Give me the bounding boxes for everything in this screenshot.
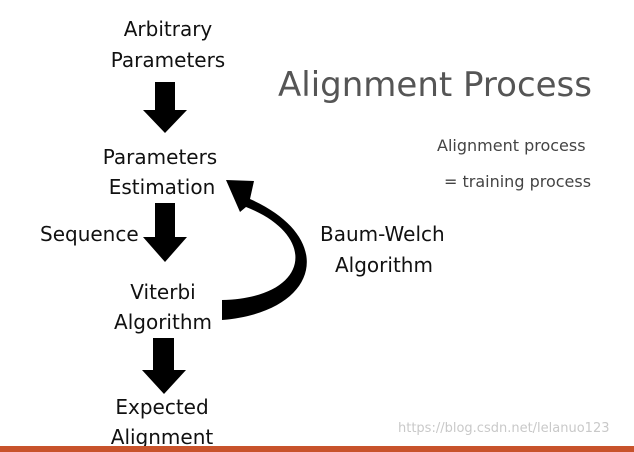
edge-label-sequence: Sequence	[40, 222, 139, 246]
watermark: https://blog.csdn.net/lelanuo123	[398, 421, 610, 436]
node-estimation-line-1: Parameters	[102, 145, 218, 169]
node-viterbi-line-2: Algorithm	[114, 310, 212, 334]
accent-bar	[0, 446, 634, 452]
node-expected-line-2: Alignment	[110, 425, 214, 449]
node-arbitrary-line-1: Arbitrary	[123, 17, 213, 41]
node-estimation-line-2: Estimation	[108, 175, 216, 199]
node-viterbi-line-1: Viterbi	[130, 280, 196, 304]
edge-label-baum-welch-line-1: Baum-Welch	[320, 222, 445, 246]
node-arbitrary-line-2: Parameters	[110, 48, 226, 72]
node-expected-line-1: Expected	[115, 395, 209, 419]
edge-label-baum-welch-line-2: Algorithm	[335, 253, 433, 277]
arrow-arbitrary-to-estimation	[143, 82, 187, 133]
note-line-1: Alignment process	[437, 136, 586, 155]
arrow-baum-welch-loop	[222, 180, 307, 320]
note-line-2: = training process	[444, 172, 592, 191]
slide-title: Alignment Process	[278, 65, 592, 105]
arrow-viterbi-to-expected	[142, 338, 186, 394]
arrow-estimation-to-viterbi	[143, 203, 187, 262]
